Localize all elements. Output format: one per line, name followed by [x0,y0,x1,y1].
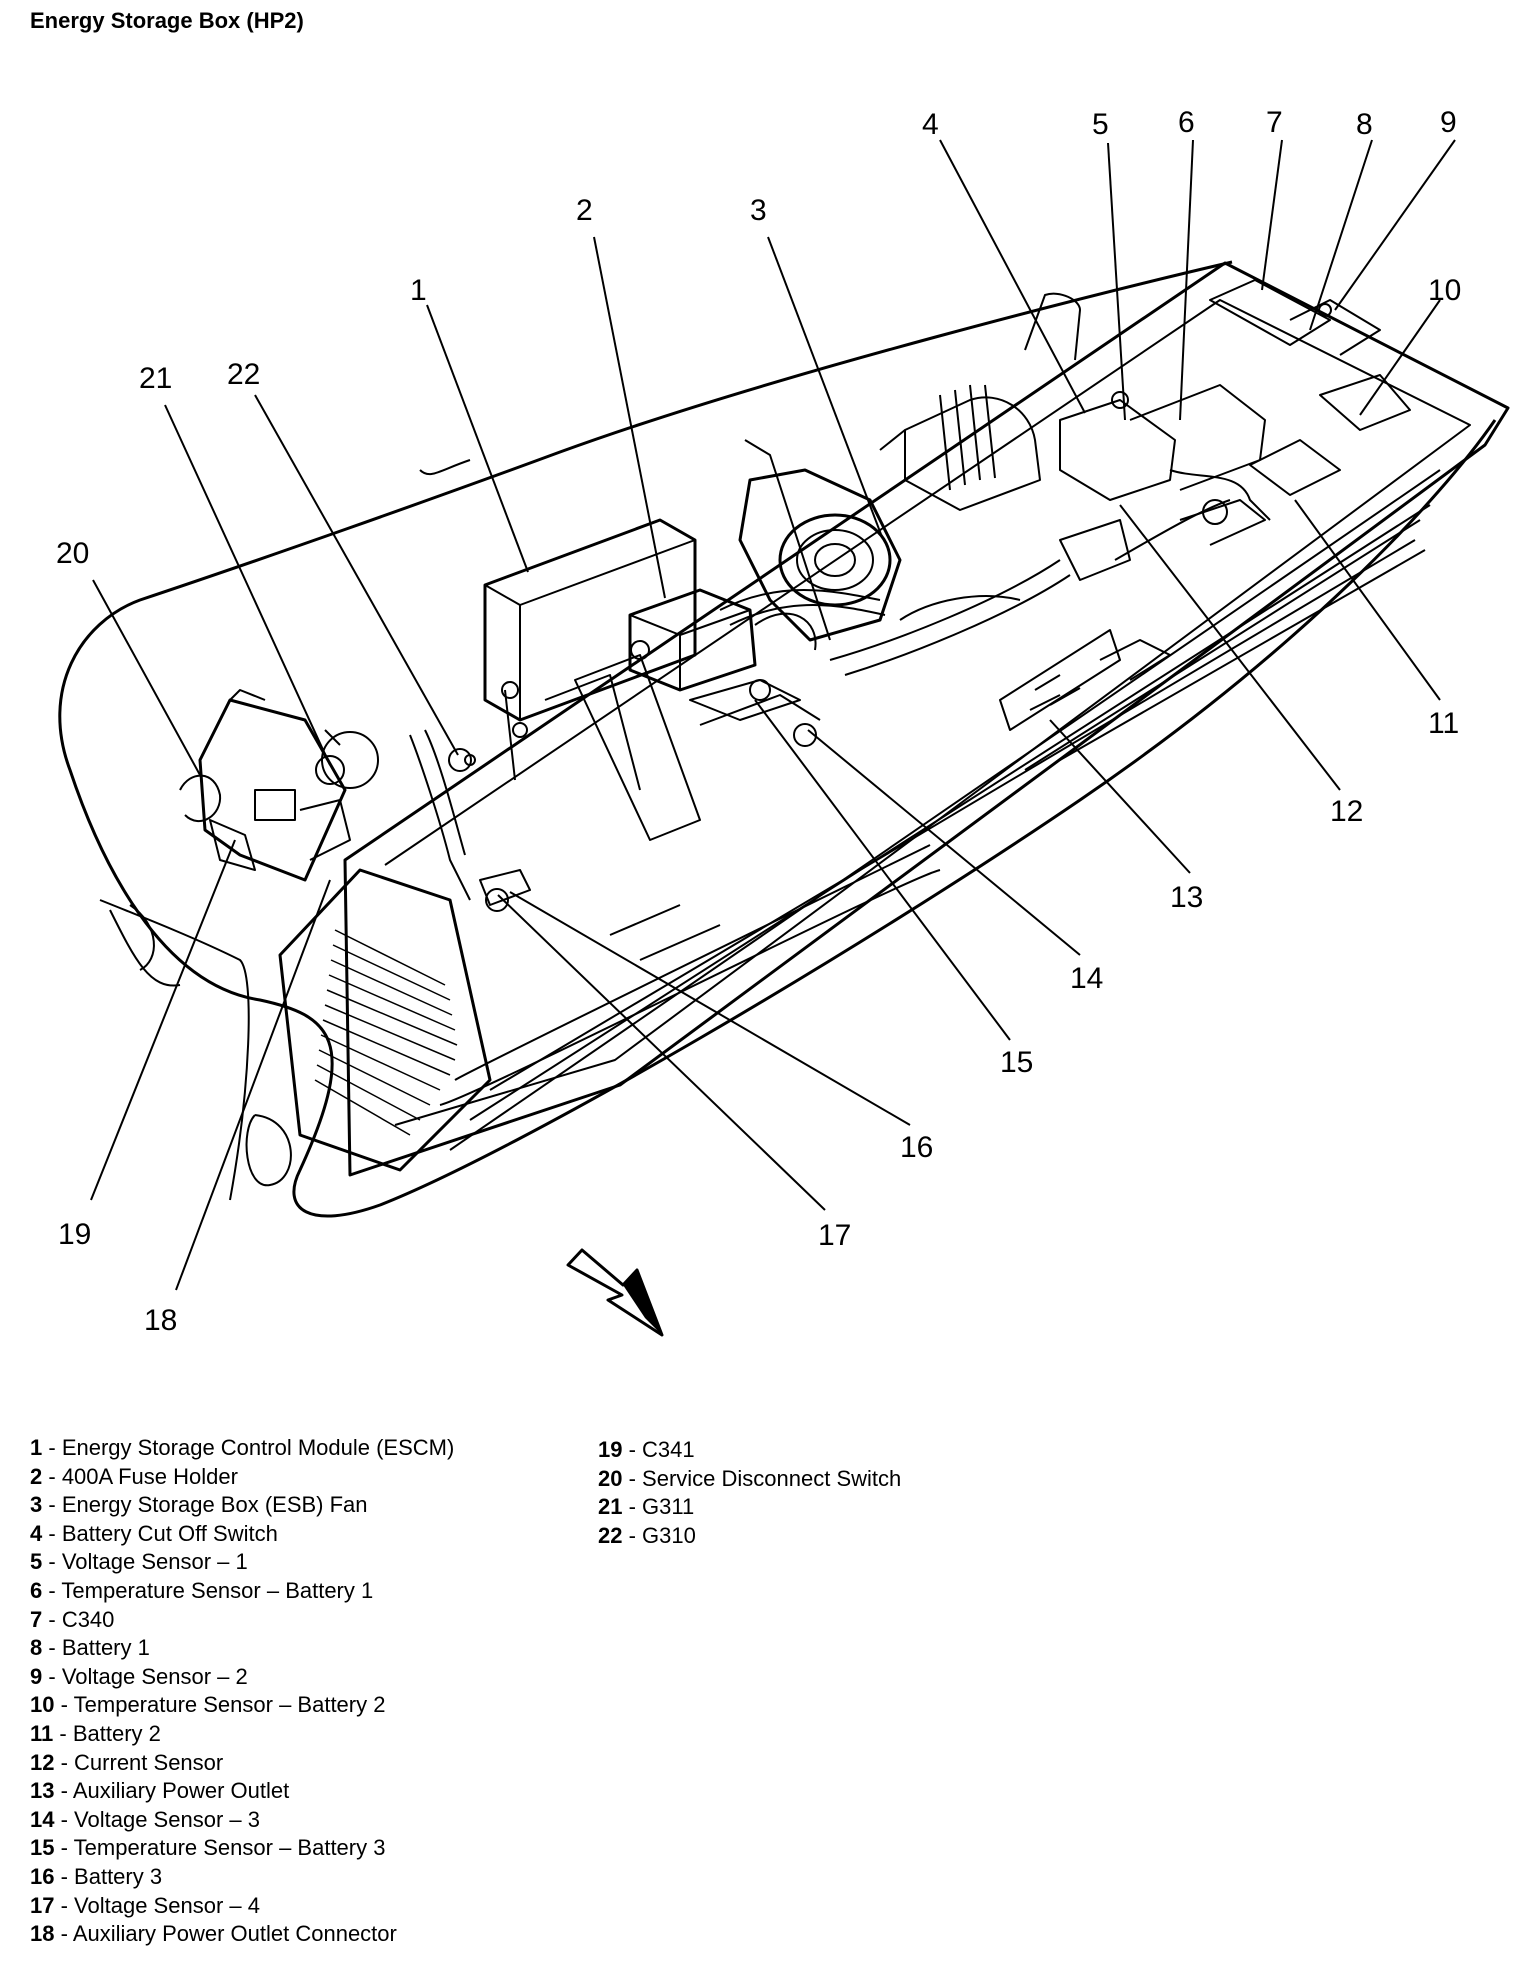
callout-21: 21 [139,362,172,395]
callout-22: 22 [227,358,260,391]
legend-item: 14 - Voltage Sensor – 3 [30,1806,260,1832]
callout-7: 7 [1266,106,1283,139]
energy-storage-box-diagram: 1 2 3 4 5 6 7 8 9 10 11 12 13 14 15 16 1… [56,106,1510,1337]
legend-right: 19 - C341 20 - Service Disconnect Switch… [598,1436,901,1550]
callout-17: 17 [818,1219,851,1252]
legend-item: 6 - Temperature Sensor – Battery 1 [30,1577,374,1603]
legend-item: 11 - Battery 2 [30,1720,161,1746]
cable-runs [409,559,1171,961]
escm-module [483,518,697,781]
callout-10: 10 [1428,274,1461,307]
callout-18: 18 [144,1304,177,1337]
callout-3: 3 [750,194,767,227]
callout-2: 2 [576,194,593,227]
legend-item: 21 - G311 [598,1494,695,1520]
leader-4 [939,139,1086,414]
leader-17 [497,894,826,1211]
leader-19 [90,839,236,1201]
legend-item: 3 - Energy Storage Box (ESB) Fan [30,1492,368,1518]
callout-6: 6 [1178,106,1195,139]
fuse-holder [628,588,817,692]
legend-item: 5 - Voltage Sensor – 1 [30,1549,248,1575]
callout-15: 15 [1000,1046,1033,1079]
legend-item: 4 - Battery Cut Off Switch [30,1520,278,1546]
legend-item: 12 - Current Sensor [30,1749,224,1775]
leader-18 [175,879,331,1291]
leader-10 [1359,299,1441,416]
callout-12: 12 [1330,795,1363,828]
front-direction-arrow-icon [566,1248,664,1337]
legend-item: 1 - Energy Storage Control Module (ESCM) [30,1435,455,1460]
callout-16: 16 [900,1131,933,1164]
legend-item: 10 - Temperature Sensor – Battery 2 [30,1692,386,1718]
leader-11 [1294,499,1441,701]
legend-item: 18 - Auxiliary Power Outlet Connector [30,1921,397,1947]
callout-20: 20 [56,537,89,570]
leader-14 [807,729,1081,956]
leader-20 [92,579,201,776]
callout-9: 9 [1440,106,1457,139]
legend-item: 9 - Voltage Sensor – 2 [30,1663,248,1689]
legend-item: 19 - C341 [598,1437,695,1462]
battery-tray [343,261,1510,1177]
legend-item: 17 - Voltage Sensor – 4 [30,1892,260,1918]
battery-1-2-area [1059,279,1411,581]
leader-22 [254,394,459,756]
page-title: Energy Storage Box (HP2) [30,8,304,33]
leader-6 [1179,139,1194,421]
service-disconnect-switch [179,689,379,882]
legend-item: 7 - C340 [30,1606,115,1632]
legend-item: 15 - Temperature Sensor – Battery 3 [30,1835,386,1861]
leader-5 [1107,142,1126,421]
callout-1: 1 [410,274,427,307]
leader-12 [1119,504,1341,791]
callout-5: 5 [1092,108,1109,141]
leader-13 [1049,719,1191,874]
legend-item: 20 - Service Disconnect Switch [598,1465,902,1491]
esb-fan [738,292,1081,642]
callout-numbers: 1 2 3 4 5 6 7 8 9 10 11 12 13 14 15 16 1… [56,106,1461,1337]
leader-lines [90,139,1456,1291]
callout-4: 4 [922,108,939,141]
leader-2 [593,236,666,599]
floor-pan [58,260,1497,1218]
callout-19: 19 [58,1218,91,1251]
leader-3 [767,236,883,538]
callout-11: 11 [1428,707,1459,740]
callout-13: 13 [1170,881,1203,914]
legend-item: 13 - Auxiliary Power Outlet [30,1778,290,1804]
legend-item: 8 - Battery 1 [30,1635,150,1661]
callout-14: 14 [1070,962,1103,995]
leader-7 [1261,139,1283,291]
leader-21 [164,404,331,766]
louvered-cover [278,868,492,1172]
legend-left: 1 - Energy Storage Control Module (ESCM)… [30,1434,454,1949]
legend-item: 2 - 400A Fuse Holder [30,1463,238,1489]
leader-8 [1309,139,1373,331]
leader-9 [1334,139,1456,311]
leader-15 [754,699,1011,1041]
callout-8: 8 [1356,108,1373,141]
leader-1 [426,304,529,573]
legend-item: 16 - Battery 3 [30,1863,163,1889]
legend-item: 22 - G310 [598,1522,696,1548]
leader-16 [509,891,911,1126]
